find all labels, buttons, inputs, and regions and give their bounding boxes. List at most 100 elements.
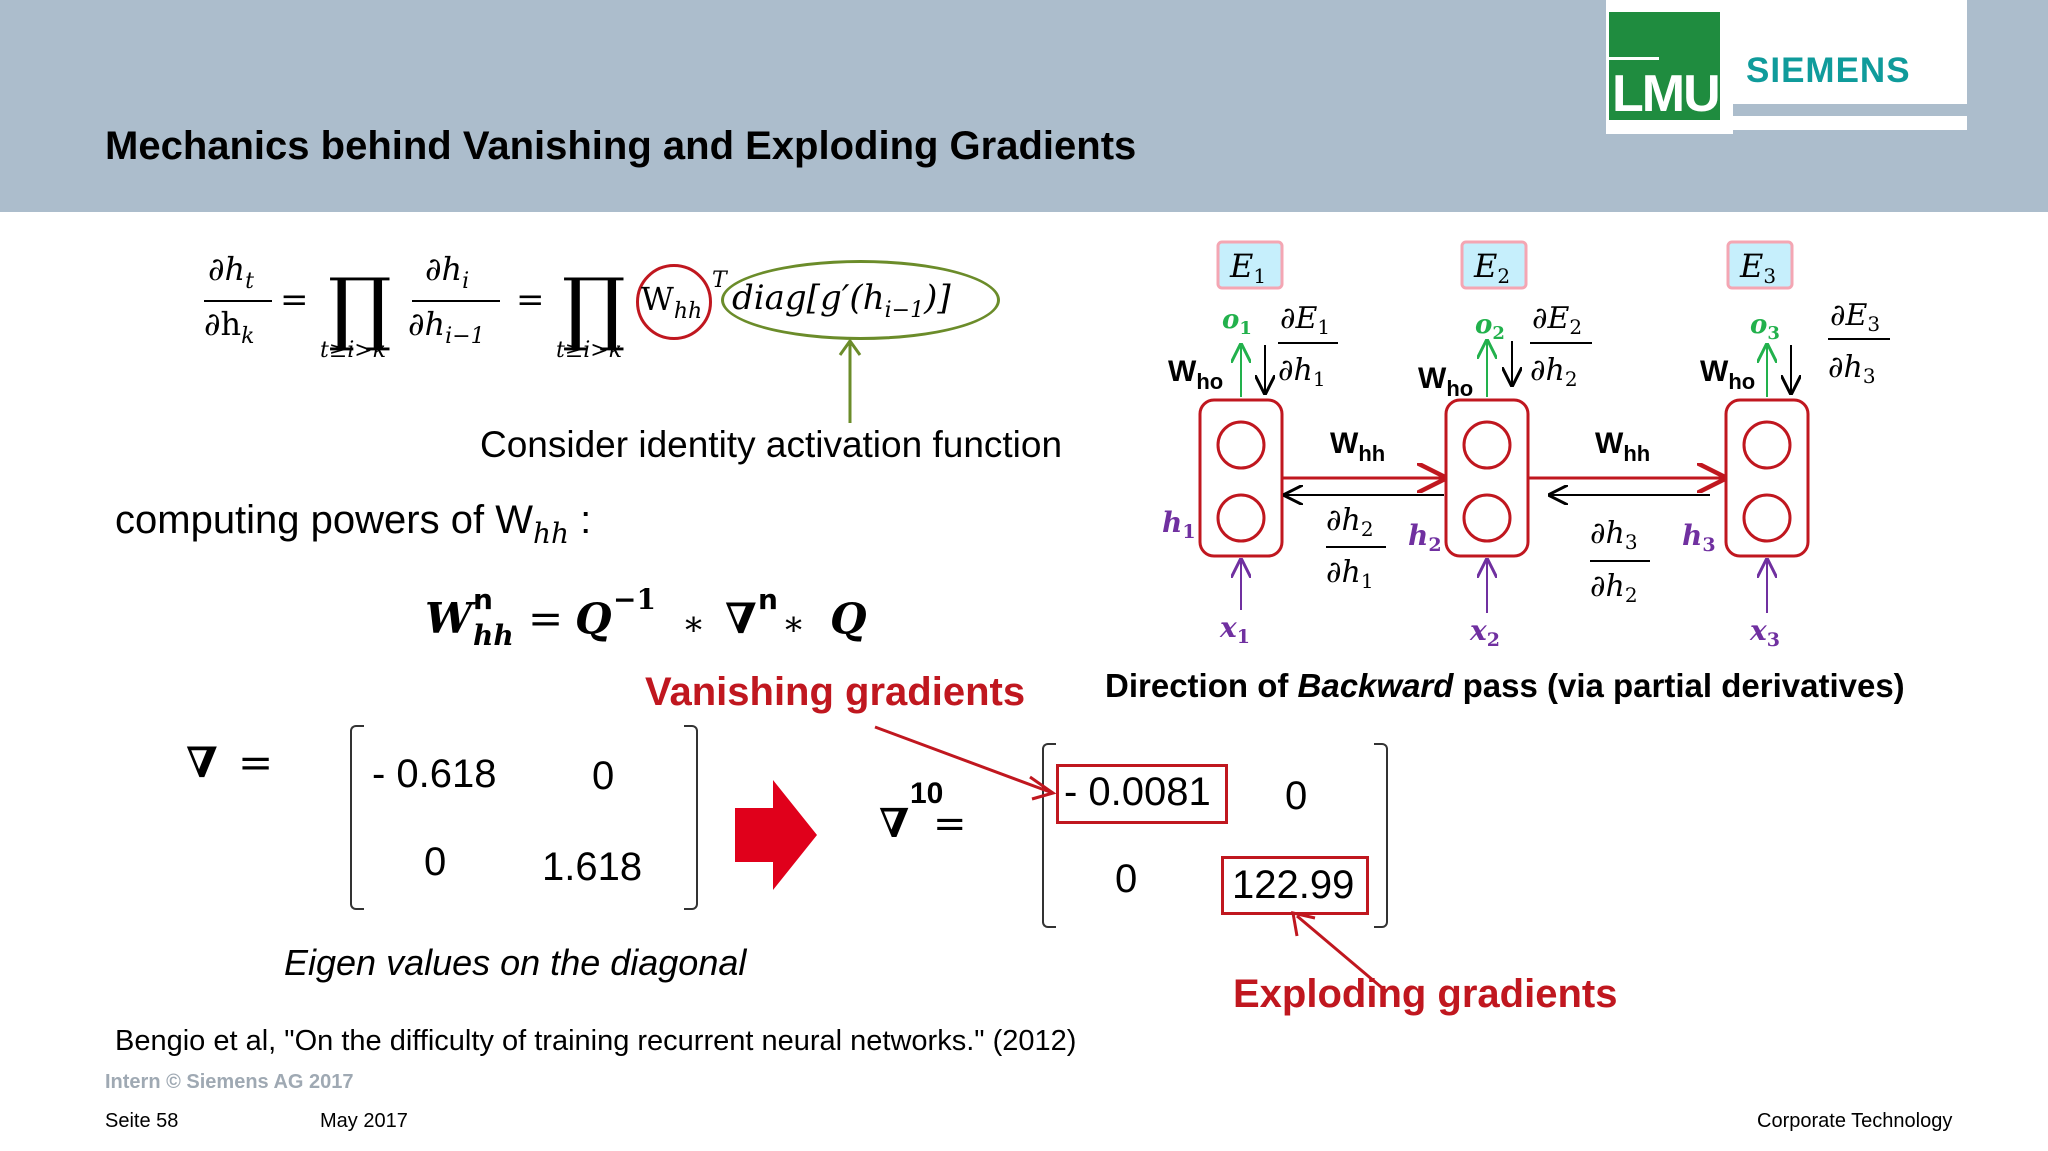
reference-text: Bengio et al, "On the difficulty of trai… [115, 1025, 1077, 1057]
whh-highlight-circle [636, 264, 712, 340]
matrix-right-bracket [684, 725, 698, 910]
svg-text:∂h1: ∂h1 [1278, 353, 1326, 391]
red-block-arrow [735, 780, 817, 890]
powers-label: computing powers of Whh : [115, 498, 592, 550]
matrix-cell: 122.99 [1232, 863, 1355, 907]
nabla-exponent: 10 [910, 777, 944, 810]
svg-text:Whh: Whh [1330, 427, 1385, 466]
rnn-backward-diagram: E1 E2 E3 Whh Whh ∂h2 ∂h1 ∂h3 ∂h2 [1162, 240, 1890, 651]
footer-classification: Intern © Siemens AG 2017 [105, 1071, 354, 1093]
lmu-logo [1609, 12, 1720, 120]
rnn-cell-3 [1724, 398, 1810, 558]
nabla-symbol: ∇ = [186, 738, 270, 787]
svg-text:Whh: Whh [1595, 427, 1650, 466]
matrix-right-bracket [1374, 743, 1388, 928]
whh-term: Whh [641, 280, 703, 324]
backward-pass-caption: Direction of Backward pass (via partial … [1105, 667, 1905, 704]
identity-note: Consider identity activation function [480, 424, 1063, 465]
svg-text:∂E2: ∂E2 [1532, 301, 1582, 339]
matrix-cell: 0 [1115, 857, 1138, 901]
svg-text:E3: E3 [1739, 247, 1776, 288]
gradient-pointer-arrows [874, 725, 1057, 801]
svg-text:x3: x3 [1749, 614, 1780, 651]
svg-text:=: = [516, 280, 545, 320]
svg-text:−1: −1 [613, 583, 656, 616]
exploding-label: Exploding gradients [1233, 972, 1618, 1016]
siemens-logo: SIEMENS [1746, 51, 1911, 90]
olive-arrow [838, 338, 862, 423]
svg-text:hh: hh [473, 619, 514, 652]
svg-text:∗: ∗ [682, 604, 705, 644]
svg-text:Q: Q [830, 594, 867, 643]
svg-text:Who: Who [1418, 362, 1473, 401]
svg-text:=: = [933, 801, 967, 847]
svg-text:Q: Q [575, 594, 612, 643]
rnn-cell-2 [1444, 398, 1530, 558]
svg-text:=: = [280, 280, 309, 320]
svg-text:n: n [473, 583, 493, 616]
diag-term: diag[g′(hi−1)] [732, 278, 951, 323]
svg-text:x2: x2 [1469, 614, 1500, 651]
svg-text:Who: Who [1168, 355, 1223, 394]
error-box-3: E3 [1726, 240, 1794, 290]
svg-text:∏: ∏ [562, 261, 626, 354]
matrix-left-bracket [350, 725, 364, 910]
svg-text:∂hk: ∂hk [204, 305, 255, 349]
svg-text:=: = [238, 738, 270, 787]
lmu-logo-line [1609, 57, 1659, 60]
logo-divider [1733, 130, 1967, 134]
vanishing-label: Vanishing gradients [645, 670, 1026, 714]
matrix-left-bracket [1042, 743, 1056, 928]
exploding-pointer-arrow [1291, 911, 1388, 994]
svg-text:∂ht: ∂ht [208, 250, 254, 294]
svg-text:∏: ∏ [328, 261, 392, 354]
svg-text:∂h2: ∂h2 [1326, 503, 1374, 541]
svg-text:∗: ∗ [782, 604, 805, 644]
matrix-cell: - 0.0081 [1064, 770, 1211, 814]
svg-text:∂h3: ∂h3 [1590, 516, 1638, 554]
eigendecomposition-equation: W n hh = Q −1 ∗ ∇ n ∗ Q [425, 583, 867, 652]
diag-highlight-ellipse [721, 260, 1000, 340]
eigen-caption: Eigen values on the diagonal [284, 942, 747, 983]
svg-text:Who: Who [1700, 355, 1755, 394]
matrix-cell: 1.618 [542, 845, 643, 889]
vanishing-highlight-box [1056, 764, 1228, 824]
matrix-cell: - 0.618 [372, 752, 497, 796]
svg-text:o1: o1 [1222, 305, 1252, 339]
nabla-power-symbol: ∇ = [879, 800, 967, 847]
svg-text:∂hi: ∂hi [425, 250, 469, 294]
error-box-2: E2 [1460, 240, 1528, 290]
svg-text:∇: ∇ [186, 738, 218, 787]
svg-text:n: n [758, 583, 778, 616]
svg-text:∇: ∇ [879, 800, 909, 847]
footer-page-number: Seite 58 [105, 1110, 179, 1132]
svg-text:∂hi−1: ∂hi−1 [408, 305, 485, 349]
svg-text:∂h3: ∂h3 [1828, 350, 1876, 388]
svg-text:∂h2: ∂h2 [1530, 353, 1578, 391]
svg-text:∂h1: ∂h1 [1326, 555, 1374, 593]
svg-text:t≥i>k: t≥i>k [556, 338, 622, 363]
svg-text:=: = [528, 594, 563, 643]
svg-text:∂h2: ∂h2 [1590, 569, 1638, 607]
svg-text:∂E1: ∂E1 [1280, 301, 1330, 339]
svg-text:o3: o3 [1750, 310, 1780, 344]
logo-divider [1733, 104, 1967, 116]
footer-department: Corporate Technology [1757, 1110, 1953, 1132]
footer-date: May 2017 [320, 1110, 408, 1132]
matrix-cell: 0 [1285, 774, 1308, 818]
rnn-cell-1 [1198, 398, 1284, 558]
svg-text:W: W [425, 594, 476, 643]
product-range: t≥i>k [320, 338, 386, 363]
slide-title: Mechanics behind Vanishing and Exploding… [105, 124, 1137, 168]
svg-text:o2: o2 [1475, 310, 1505, 344]
transpose-mark: T [712, 268, 727, 293]
svg-text:h3: h3 [1682, 519, 1716, 556]
lmu-logo-text: LMU [1612, 65, 1721, 123]
svg-text:h1: h1 [1162, 506, 1196, 543]
svg-text:∇: ∇ [725, 594, 757, 643]
svg-text:∂E3: ∂E3 [1830, 298, 1880, 336]
error-box-1: E1 [1216, 240, 1284, 290]
gradient-product-equation: ∂ht ∂hk = ∏ t≥i>k ∂hi ∂hi−1 = ∏ t≥i>k [204, 250, 626, 363]
svg-text:h2: h2 [1408, 519, 1442, 556]
svg-text:x1: x1 [1219, 611, 1250, 648]
